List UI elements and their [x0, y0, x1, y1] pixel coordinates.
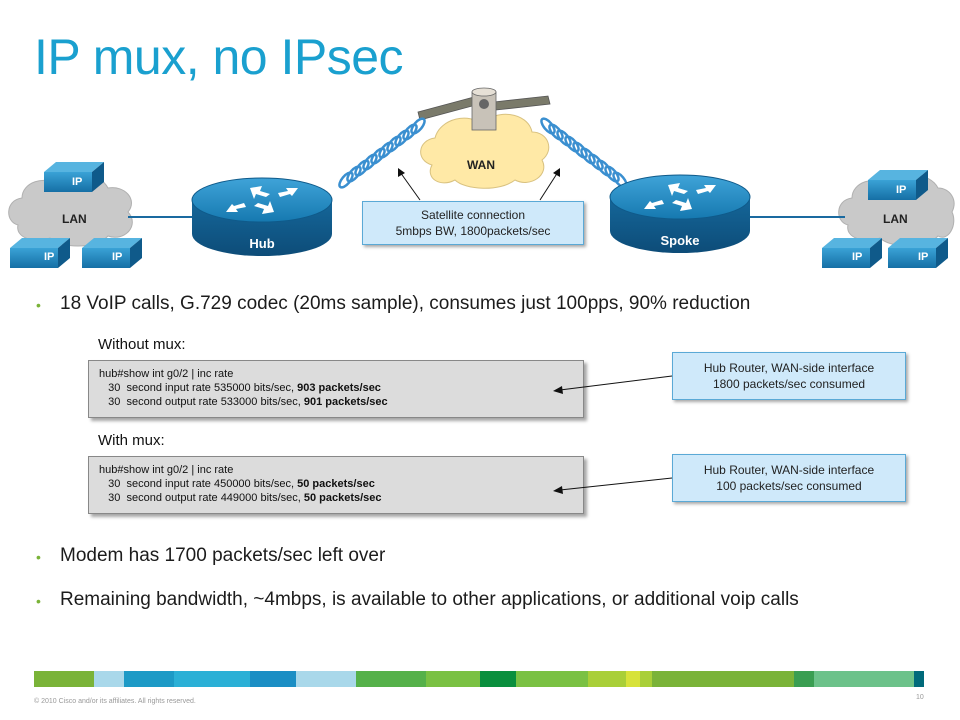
cli-output-without-mux: hub#show int g0/2 | inc rate 30 second i… [88, 360, 584, 418]
lan-right-label: LAN [883, 212, 908, 226]
phone-ip-label: IP [896, 184, 907, 196]
copyright-text: © 2010 Cisco and/or its affiliates. All … [34, 698, 196, 705]
page-number: 10 [916, 694, 924, 701]
without-mux-heading: Without mux: [98, 336, 186, 353]
bullet-item: • Remaining bandwidth, ~4mbps, is availa… [36, 589, 799, 610]
ip-phone-icon [888, 238, 948, 268]
satellite-icon [417, 87, 551, 131]
satellite-link-right [540, 117, 628, 189]
lan-right-cloud [838, 174, 955, 247]
hub-label: Hub [249, 236, 275, 251]
ip-phone-icon [868, 170, 928, 200]
satellite-link-left [338, 117, 426, 189]
with-mux-heading: With mux: [98, 432, 165, 449]
slide-title: IP mux, no IPsec [34, 29, 404, 85]
ip-phone-icon [822, 238, 882, 268]
wan-label: WAN [467, 158, 495, 172]
cli-output-with-mux: hub#show int g0/2 | inc rate 30 second i… [88, 456, 584, 514]
network-diagram [8, 87, 955, 268]
bullet-dot: • [36, 549, 41, 565]
phone-ip-label: IP [852, 251, 863, 263]
callout-without-mux: Hub Router, WAN-side interface 1800 pack… [672, 352, 906, 400]
wan-cloud [420, 113, 550, 189]
bullet-item: • 18 VoIP calls, G.729 codec (20ms sampl… [36, 293, 751, 314]
phone-ip-label: IP [72, 176, 83, 188]
ip-phone-icon [44, 162, 104, 192]
spoke-router-icon [609, 174, 751, 253]
ip-phone-icon [82, 238, 142, 268]
phone-ip-label: IP [918, 251, 929, 263]
phone-ip-label: IP [112, 251, 123, 263]
satellite-callout: Satellite connection 5mbps BW, 1800packe… [362, 201, 584, 245]
ip-phone-icon [10, 238, 70, 268]
bullet-dot: • [36, 593, 41, 609]
phone-ip-label: IP [44, 251, 55, 263]
arrow-head [553, 486, 563, 494]
arrow-head [553, 386, 563, 394]
bullet-item: • Modem has 1700 packets/sec left over [36, 545, 386, 566]
spoke-label: Spoke [660, 233, 700, 248]
callout-with-mux: Hub Router, WAN-side interface 100 packe… [672, 454, 906, 502]
bullet-dot: • [36, 297, 41, 313]
lan-left-label: LAN [62, 212, 87, 226]
hub-router-icon [191, 177, 333, 256]
